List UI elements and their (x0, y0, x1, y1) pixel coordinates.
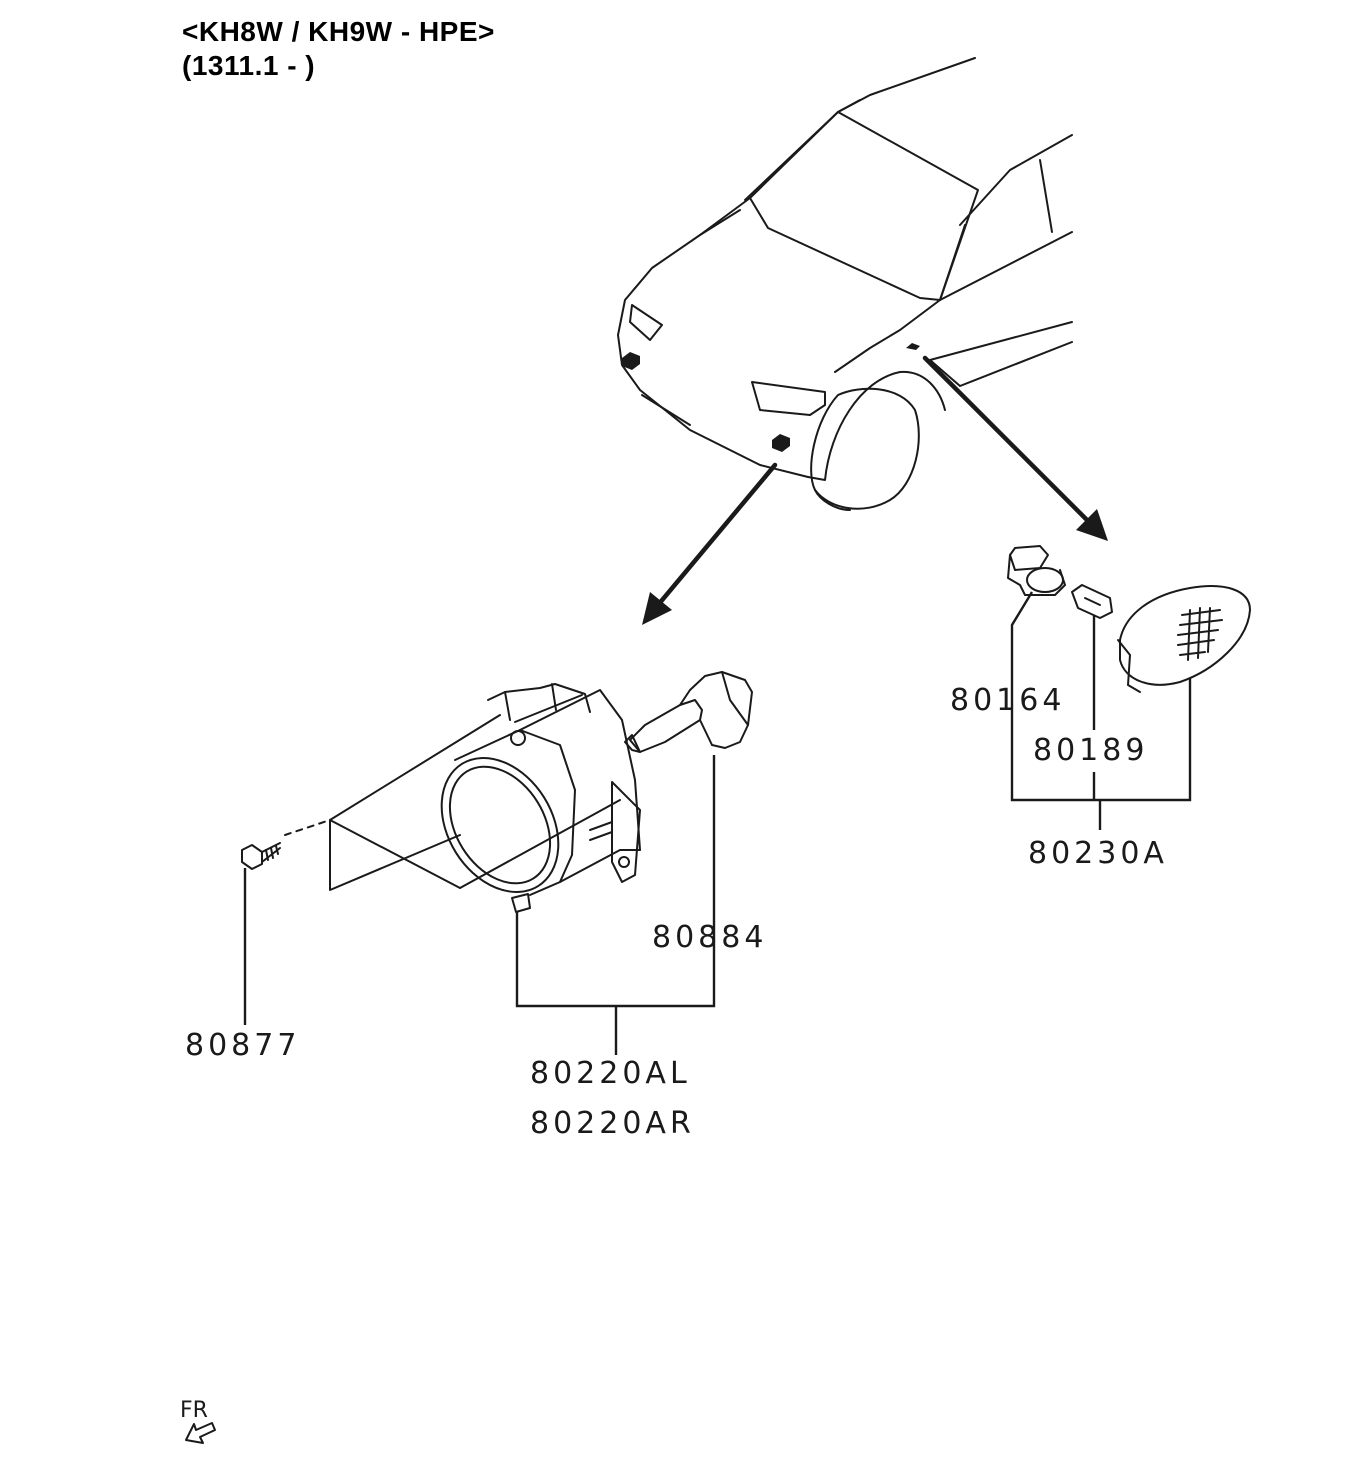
leader-lines (243, 591, 1192, 1055)
part-label-80230A[interactable]: 80230A (1028, 836, 1168, 871)
front-arrow-icon (185, 1422, 216, 1444)
part-label-80220AL[interactable]: 80220AL (530, 1056, 691, 1091)
fog-bulb (624, 671, 753, 753)
part-label-80220AR[interactable]: 80220AR (530, 1106, 695, 1141)
part-label-80884[interactable]: 80884 (652, 920, 768, 955)
front-direction-label: FR (180, 1398, 208, 1423)
date-range-title: (1311.1 - ) (182, 50, 316, 81)
car-body-illustration (617, 57, 1073, 511)
part-label-80189[interactable]: 80189 (1033, 733, 1149, 768)
screw-part (241, 842, 281, 870)
model-code-title: <KH8W / KH9W - HPE> (182, 16, 495, 47)
side-turn-lamp (1007, 545, 1251, 693)
fog-lamp-assembly (284, 683, 641, 913)
callout-arrows (642, 355, 1108, 625)
part-label-80164[interactable]: 80164 (950, 683, 1066, 718)
part-label-80877[interactable]: 80877 (185, 1028, 301, 1063)
